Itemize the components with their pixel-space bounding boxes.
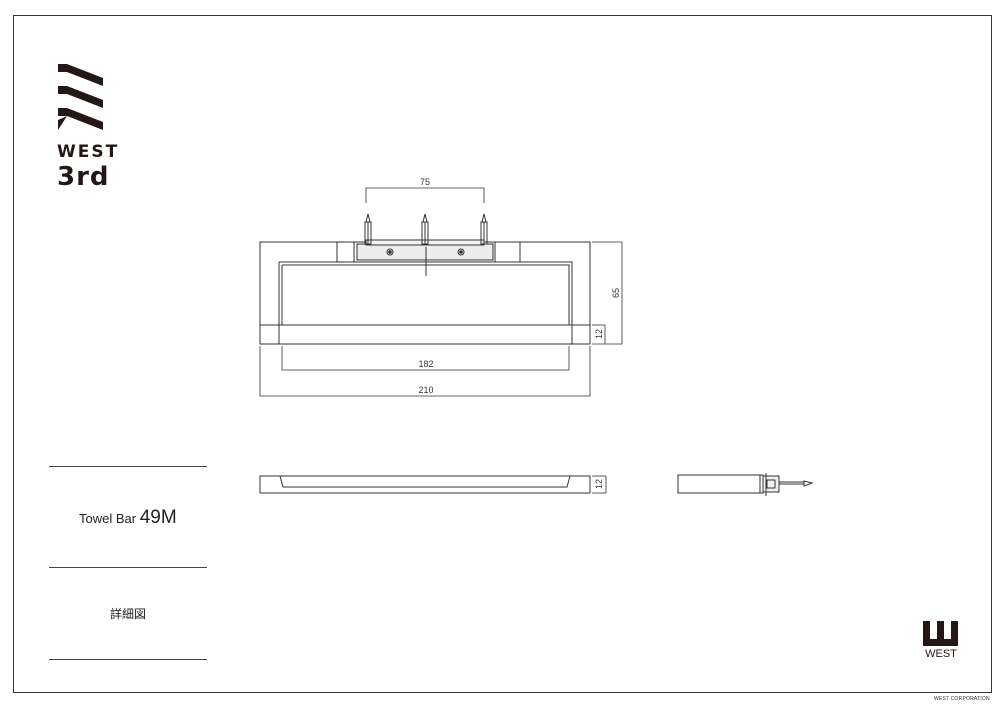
title-rule-middle [49, 567, 207, 568]
screw-left [364, 213, 372, 245]
dimension-lines [259, 187, 623, 397]
drawing-frame [13, 15, 992, 693]
footer-corporation: WEST CORPORATION [934, 696, 990, 702]
west-corner-logo-icon [923, 621, 958, 646]
west-3rd-logo-mark-icon [58, 64, 103, 130]
dim-bar-thickness: 12 [594, 329, 604, 339]
title-rule-top [49, 466, 207, 467]
mounting-bracket [356, 243, 494, 261]
brand-series: 3rd [57, 162, 110, 192]
dim-screw-spacing: 75 [420, 177, 430, 187]
title-rule-bottom [49, 659, 207, 660]
brand-name: WEST [57, 142, 120, 162]
product-name: Towel Bar [79, 511, 137, 526]
screw-center [421, 213, 429, 245]
drawing-subtitle: 詳細図 [110, 607, 147, 621]
front-view [259, 213, 591, 345]
bottom-view [259, 475, 607, 494]
side-view [677, 473, 814, 496]
screw-right [480, 213, 488, 245]
dim-inner-width: 182 [418, 359, 433, 369]
product-title: Towel Bar 49M [79, 507, 177, 529]
dim-bottom-thickness: 12 [594, 479, 604, 489]
dim-overall-width: 210 [418, 385, 433, 395]
corner-logo-text: WEST [925, 648, 957, 660]
product-model: 49M [139, 507, 177, 528]
dim-height: 65 [611, 288, 621, 298]
